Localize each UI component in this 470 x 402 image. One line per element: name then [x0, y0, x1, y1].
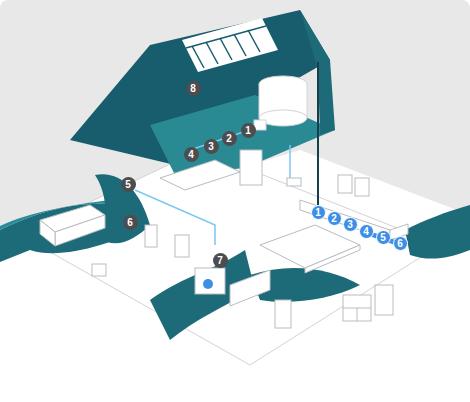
callout-number: 4	[359, 224, 374, 239]
callout-number: 1	[311, 205, 326, 220]
callout-number: 7	[213, 253, 228, 268]
callout-number: 8	[186, 81, 201, 96]
callout-number: 4	[184, 147, 199, 162]
callout-number: 2	[327, 211, 342, 226]
callout-number: 5	[376, 230, 391, 245]
callout-number: 1	[241, 123, 256, 138]
callout-number: 5	[121, 177, 136, 192]
callout-number: 3	[204, 139, 219, 154]
callout-number: 6	[123, 215, 138, 230]
callout-number: 6	[393, 236, 408, 251]
callout-number: 3	[343, 217, 358, 232]
callout-number: 2	[222, 131, 237, 146]
